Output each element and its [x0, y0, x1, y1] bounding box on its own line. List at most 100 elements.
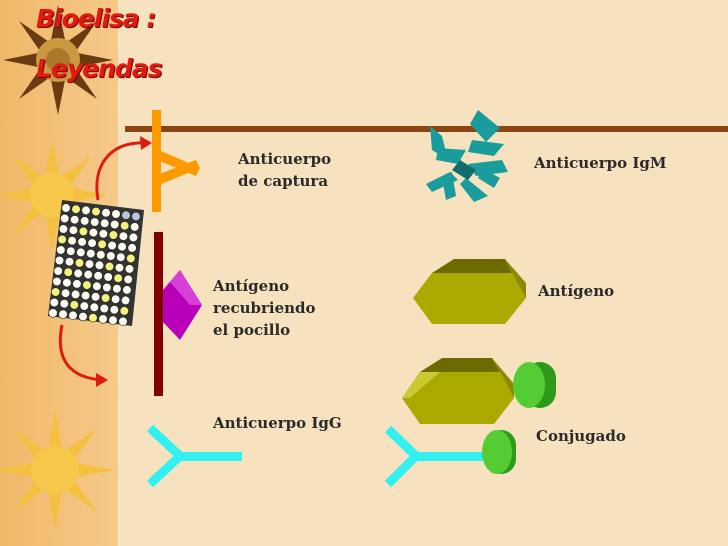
plate-well [60, 213, 70, 224]
plate-well [77, 237, 87, 247]
plate-well [96, 250, 106, 260]
plate-well [71, 204, 81, 214]
plate-well [79, 301, 89, 311]
plate-well [120, 295, 131, 306]
coating-antigen-icon [163, 270, 202, 340]
plate-well [59, 299, 69, 309]
enzyme-icon [513, 362, 556, 408]
plate-well [84, 259, 95, 269]
plate-well [68, 310, 78, 321]
plate-well [57, 234, 67, 245]
plate-well [127, 243, 137, 253]
well-wall-bar [154, 232, 163, 396]
plate-well [113, 273, 123, 283]
plate-well [83, 270, 93, 280]
plate-well [49, 297, 59, 308]
conjugate-enzyme-icon [482, 430, 516, 474]
plate-well [108, 230, 118, 240]
slide-title-line1: Bioelisa : [36, 4, 156, 33]
antigen-label: Antígeno [538, 282, 615, 300]
plate-well [102, 282, 112, 293]
plate-well [109, 305, 119, 315]
plate-well [70, 289, 81, 300]
plate-well [92, 281, 102, 291]
plate-well [70, 215, 80, 225]
plate-well [103, 272, 113, 282]
arrow-down-head [96, 373, 108, 387]
plate-well [66, 246, 76, 256]
plate-well [120, 221, 130, 231]
igg-antibody-icon [146, 424, 242, 488]
plate-well [97, 239, 107, 249]
plate-well [117, 242, 127, 252]
plate-well [63, 267, 73, 277]
antigen-icon [413, 259, 526, 324]
plate-well [118, 231, 128, 241]
capture-antibody-icon [152, 110, 200, 212]
plate-well [106, 251, 116, 261]
conjugate-antigen-icon [402, 358, 514, 424]
coating-antigen-label: Antígeno recubriendo el pocillo [213, 277, 316, 339]
plate-well [118, 316, 128, 327]
plate-well [52, 276, 62, 287]
plate-well [98, 314, 108, 324]
plate-well [121, 210, 131, 220]
plate-well [60, 288, 71, 298]
plate-well [76, 247, 86, 257]
plate-well [123, 274, 133, 285]
plate-well [68, 225, 78, 235]
plate-well [80, 291, 91, 301]
igm-antibody-icon [426, 110, 508, 202]
plate-well [110, 219, 120, 230]
plate-well [130, 222, 140, 232]
plate-well [81, 205, 91, 215]
arrow-up-icon [95, 141, 151, 201]
plate-well [80, 216, 90, 226]
plate-well [100, 218, 110, 228]
plate-well [108, 315, 118, 325]
plate-well [128, 232, 138, 242]
plate-well [104, 261, 115, 272]
plate-well [90, 292, 101, 302]
plate-well [98, 229, 108, 239]
plate-well [64, 257, 75, 267]
plate-well [99, 303, 109, 314]
plate-well [91, 207, 101, 217]
plate-well [56, 245, 66, 255]
sun-icon [3, 5, 113, 115]
plate-well [87, 238, 97, 248]
plate-well [131, 211, 141, 221]
plate-well [88, 228, 98, 238]
plate-well [116, 252, 126, 262]
plate-well [54, 255, 65, 266]
plate-well [78, 226, 88, 236]
plate-well [122, 285, 132, 295]
igg-antibody-label: Anticuerpo IgG [213, 414, 342, 432]
plate-well [89, 302, 99, 312]
plate-well [78, 312, 88, 322]
plate-well [110, 294, 121, 304]
plate-well [62, 278, 72, 288]
plate-well [114, 263, 125, 273]
plate-well [72, 279, 82, 289]
plate-well [67, 236, 77, 246]
plate-well [93, 271, 103, 281]
plate-well [82, 280, 92, 290]
plate-well [53, 266, 63, 276]
capture-antibody-label: Anticuerpo de captura [238, 150, 332, 190]
arrow-up-head [140, 136, 152, 150]
slide-title-line2: Leyendas [36, 54, 163, 83]
plate-well [74, 258, 85, 268]
conjugate-igg-icon [384, 425, 494, 488]
plate-well [124, 264, 135, 274]
plate-well [61, 203, 71, 213]
plate-well [58, 309, 68, 319]
plate-well [50, 287, 61, 297]
plate-well [101, 208, 111, 218]
plate-well [126, 253, 136, 263]
plate-well [112, 284, 122, 294]
plate-well [100, 293, 111, 303]
microplate-icon [48, 200, 144, 327]
plate-well [86, 249, 96, 259]
